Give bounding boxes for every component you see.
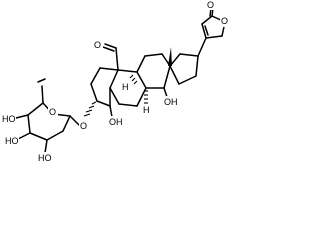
aldehyde-oxygen-label: O <box>94 40 101 50</box>
sugar-oh-bond-3 <box>44 139 48 154</box>
ring-d <box>169 53 199 85</box>
c14-oh-bond <box>163 87 168 98</box>
sugar-ring-oxygen-label: O <box>49 107 56 117</box>
sugar-ho-label-1: HO <box>2 114 16 124</box>
sugar-oh-bond-1 <box>15 114 29 119</box>
carbonyl-oxygen-label: O <box>207 0 214 10</box>
ring-b <box>109 69 147 107</box>
sugar-ho-label-3: HO <box>38 153 52 163</box>
sugar-ho-label-2: HO <box>5 136 19 146</box>
c9-h-label: H <box>122 82 129 92</box>
aldehyde-group <box>102 43 119 71</box>
c8-h-label: H <box>143 105 150 115</box>
sugar-oh-bond-2 <box>17 132 31 140</box>
c5-oh-bond <box>109 105 113 118</box>
c3-o-hash <box>83 101 97 117</box>
chemical-structure: O O O H H OH OH O O HO HO HO <box>1 0 230 163</box>
c8-h-hash <box>144 90 148 104</box>
sugar-methyl-tick <box>37 78 46 83</box>
ring-oxygen-label: O <box>221 16 228 26</box>
c14-oh-label: OH <box>164 97 178 107</box>
ring-c <box>136 53 171 89</box>
c5-oh-label: OH <box>109 117 123 127</box>
sugar-methyl-bond <box>41 85 44 104</box>
glycosidic-oxygen-label: O <box>80 121 87 131</box>
ring-a <box>90 67 119 107</box>
c9-h-hash <box>129 74 138 85</box>
c17-butenolide-bond <box>197 37 207 57</box>
methyl-wedge <box>168 47 172 66</box>
